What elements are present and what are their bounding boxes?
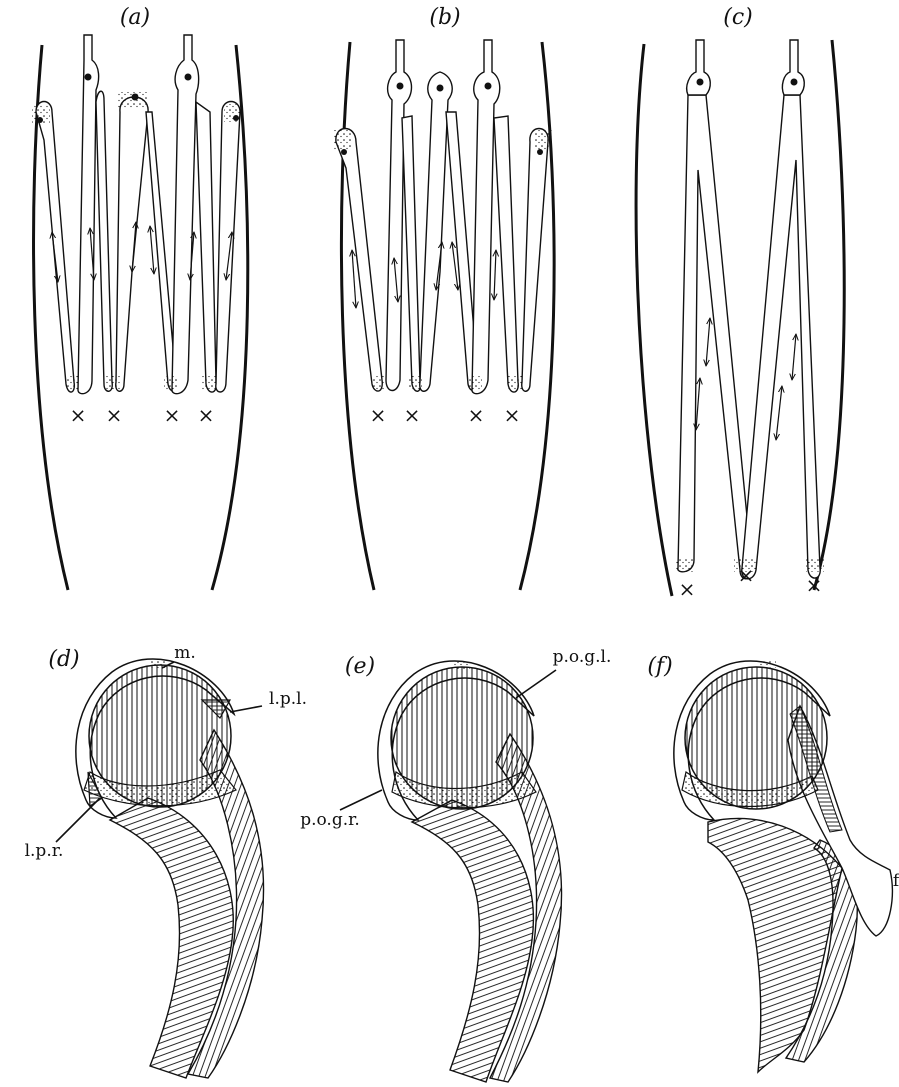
panel-b-tubes: [336, 40, 548, 394]
label-lpl: l.p.l.: [269, 689, 307, 709]
panel-c-crosses: × × ×: [679, 563, 823, 601]
svg-text:×: ×: [504, 403, 521, 427]
svg-text:×: ×: [404, 403, 421, 427]
svg-text:×: ×: [164, 403, 181, 427]
svg-text:×: ×: [198, 403, 215, 427]
svg-text:×: ×: [679, 577, 696, 601]
panel-b-label: (b): [429, 5, 460, 30]
panel-a: (a): [32, 5, 248, 590]
label-pogl: p.o.g.l.: [553, 647, 612, 667]
svg-text:×: ×: [738, 563, 755, 587]
panel-c-label: (c): [723, 5, 753, 30]
label-m: m.: [174, 643, 196, 663]
svg-text:×: ×: [70, 403, 87, 427]
panel-b-crosses: × × × ×: [370, 403, 521, 427]
label-lpr: l.p.r.: [25, 841, 64, 861]
panel-f-label: (f): [647, 654, 672, 679]
panel-d: (d) m. l.p.l. l.p.r.: [25, 643, 307, 1078]
panel-b: (b) × × × ×: [334, 5, 554, 590]
label-pogr: p.o.g.r.: [300, 810, 360, 830]
svg-text:×: ×: [806, 573, 823, 597]
label-f: f: [893, 871, 899, 891]
panel-c-left-wall: [636, 44, 672, 596]
panel-a-tubes: [36, 35, 240, 394]
panel-e: (e) p.o.g.l. p.o.g.r.: [300, 647, 611, 1082]
svg-text:×: ×: [370, 403, 387, 427]
panel-c-right-wall: [814, 40, 844, 590]
svg-text:×: ×: [106, 403, 123, 427]
panel-a-crosses: × × × ×: [70, 403, 215, 427]
svg-text:×: ×: [468, 403, 485, 427]
panel-c: (c) × × ×: [636, 5, 844, 601]
panel-a-label: (a): [120, 5, 150, 30]
panel-e-label: (e): [345, 654, 375, 679]
panel-d-label: (d): [48, 647, 79, 672]
panel-f: (f) f: [647, 654, 899, 1072]
panel-c-tubes: [678, 40, 820, 579]
